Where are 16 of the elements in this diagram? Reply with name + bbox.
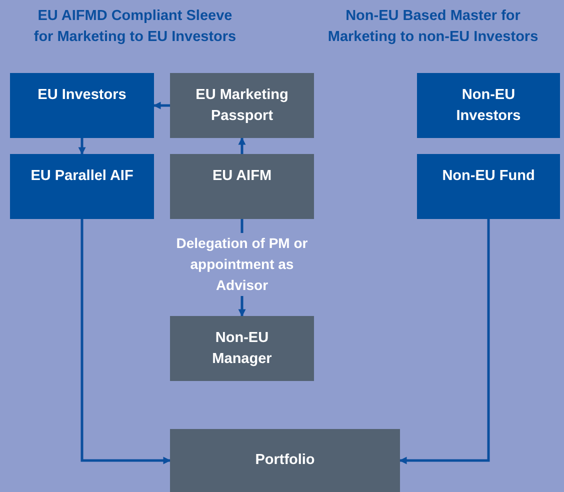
process-box: EU Investors [10,73,154,138]
arrow [153,102,170,110]
column-heading: EU AIFMD Compliant Sleeve for Marketing to EU Investors [32,7,238,47]
arrow [78,138,86,155]
process-box: Non-EU Fund [417,154,560,219]
process-box: EU Parallel AIF [10,154,154,219]
process-box: EU AIFM [170,154,314,219]
process-box: EU Marketing Passport [170,73,314,138]
process-box: Non-EU Investors [417,73,560,138]
process-box: Portfolio [170,429,400,492]
edge-label: Delegation of PM or appointment as Advisor [174,233,310,296]
arrow [399,219,490,464]
process-box: Non-EU Manager [170,316,314,381]
column-heading: Non-EU Based Master for Marketing to non-EU Investors [326,7,540,47]
arrow [80,219,171,464]
arrow [238,137,246,154]
